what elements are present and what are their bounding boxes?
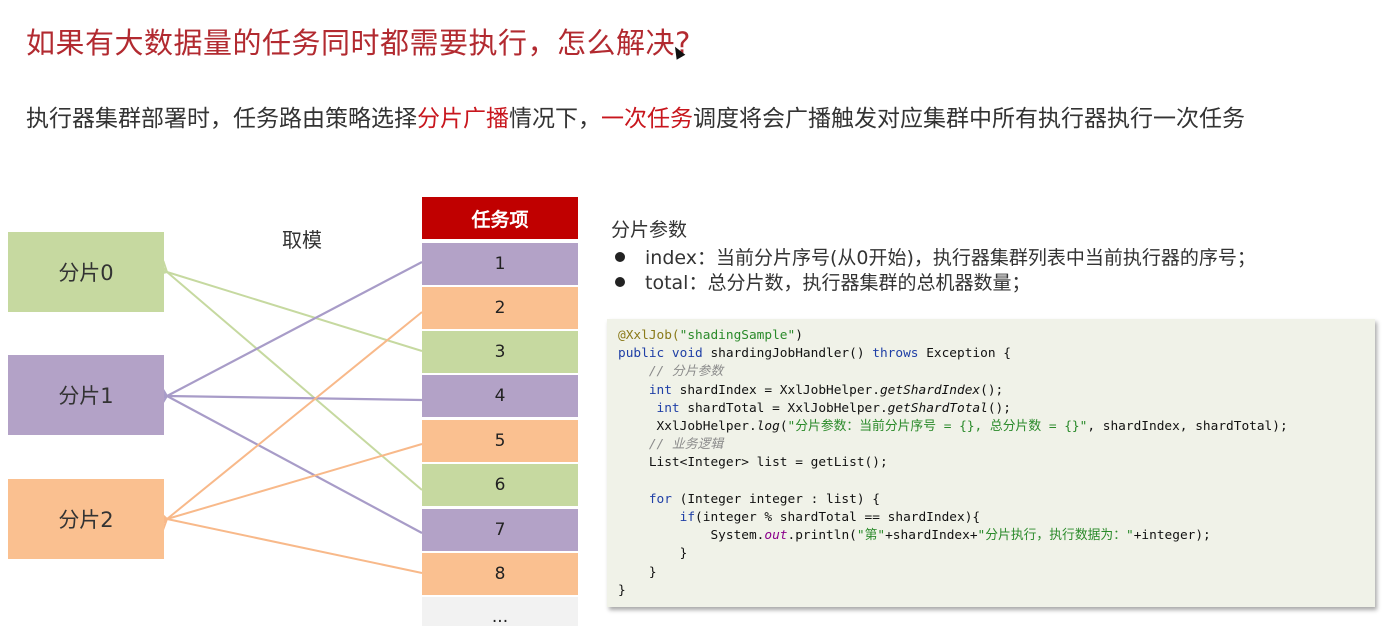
intro-text: 调度将会广播触发对应集群中所有执行器执行一次任务: [693, 106, 1245, 132]
shard-2-box: 分片2: [8, 479, 164, 559]
code-token: +integer);: [1133, 528, 1211, 544]
code-token: shardingJobHandler(): [702, 346, 873, 362]
code-token: int: [618, 382, 672, 398]
code-token: if: [618, 510, 696, 526]
code-token: ();: [980, 382, 1004, 398]
code-token: List<Integer> list = getList();: [618, 455, 888, 471]
code-token: }: [618, 582, 626, 598]
code-token: "第": [856, 528, 886, 544]
task-item-5: 5: [422, 420, 578, 462]
code-token: }: [618, 564, 657, 580]
task-item-3: 3: [422, 331, 578, 373]
code-token: for: [618, 491, 672, 507]
code-block: @XxlJob("shadingSample")public void shar…: [607, 319, 1375, 607]
code-token: @XxlJob(: [618, 328, 680, 343]
code-token: int: [618, 400, 680, 416]
code-token: shardIndex = XxlJobHelper.: [671, 382, 880, 398]
intro-text: 执行器集群部署时，任务路由策略选择: [26, 106, 417, 132]
task-item-6: 6: [422, 464, 578, 506]
code-token: out: [764, 528, 788, 544]
highlight-shard-broadcast: 分片广播: [417, 106, 509, 132]
code-token: "分片参数：当前分片序号 = {}, 总分片数 = {}": [787, 419, 1088, 435]
code-token: System.: [618, 528, 765, 544]
code-token: // 业务逻辑: [618, 437, 724, 453]
code-line: System.out.println("第"+shardIndex+"分片执行，…: [618, 527, 1375, 545]
code-token: shardTotal = XxlJobHelper.: [679, 400, 888, 416]
code-line: }: [618, 582, 1375, 600]
arrow-task2-to-shard2: [155, 311, 423, 531]
arrow-task7-to-shard1: [155, 385, 423, 534]
code-token: getShardTotal: [887, 400, 988, 416]
shard-params: 分片参数 index：当前分片序号(从0开始)，执行器集群列表中当前执行器的序号…: [611, 215, 1256, 294]
code-token: ): [795, 328, 803, 343]
param-index-text: index：当前分片序号(从0开始)，执行器集群列表中当前执行器的序号；: [645, 247, 1256, 269]
param-item-total: total：总分片数，执行器集群的总机器数量；: [611, 269, 1256, 294]
code-line: [618, 473, 1375, 491]
bullet-icon: [615, 276, 625, 287]
code-token: XxlJobHelper.: [618, 419, 757, 435]
param-total-text: total：总分片数，执行器集群的总机器数量；: [645, 272, 1031, 294]
arrow-task8-to-shard2: [155, 510, 423, 574]
task-item-8: 8: [422, 553, 578, 595]
arrow-task5-to-shard2: [155, 443, 423, 529]
code-token: log: [756, 419, 780, 435]
task-item-2: 2: [422, 287, 578, 329]
code-token: }: [618, 546, 688, 562]
task-item-4: 4: [422, 375, 578, 417]
code-line: for (Integer integer : list) {: [618, 491, 1375, 509]
highlight-one-task: 一次任务: [601, 106, 693, 132]
code-token: getShardIndex: [879, 382, 981, 398]
code-token: ();: [987, 400, 1011, 416]
code-line: @XxlJob("shadingSample"): [618, 327, 1375, 345]
code-line: public void shardingJobHandler() throws …: [618, 345, 1375, 363]
code-line: int shardIndex = XxlJobHelper.getShardIn…: [618, 382, 1375, 400]
code-token: "分片执行，执行数据为：": [977, 528, 1134, 544]
arrow-task3-to-shard0: [155, 262, 423, 352]
code-line: }: [618, 545, 1375, 563]
code-line: XxlJobHelper.log("分片参数：当前分片序号 = {}, 总分片数…: [618, 418, 1375, 436]
code-token: Exception {: [918, 346, 1011, 362]
code-line: // 分片参数: [618, 363, 1375, 381]
code-line: if(integer % shardTotal == shardIndex){: [618, 509, 1375, 527]
code-token: // 分片参数: [618, 364, 724, 380]
task-item-more: ...: [422, 597, 578, 626]
code-token: (integer % shardTotal == shardIndex){: [695, 510, 981, 526]
page-title: 如果有大数据量的任务同时都需要执行，怎么解决?: [26, 26, 691, 60]
task-items-header: 任务项: [422, 197, 578, 239]
task-item-1: 1: [422, 243, 578, 285]
intro-paragraph: 执行器集群部署时，任务路由策略选择分片广播情况下，一次任务调度将会广播触发对应集…: [26, 96, 1316, 142]
intro-text: 情况下，: [509, 106, 601, 132]
code-token: throws: [872, 346, 919, 362]
code-token: "shadingSample": [679, 328, 796, 343]
code-token: public void: [618, 346, 703, 362]
code-line: // 业务逻辑: [618, 436, 1375, 454]
shard-0-box: 分片0: [8, 232, 164, 312]
code-line: List<Integer> list = getList();: [618, 454, 1375, 472]
code-token: , shardIndex, shardTotal);: [1087, 419, 1288, 435]
arrow-task6-to-shard0: [155, 260, 423, 491]
code-token: (: [779, 419, 788, 435]
arrow-task4-to-shard1: [156, 388, 423, 403]
code-line: int shardTotal = XxlJobHelper.getShardTo…: [618, 400, 1375, 418]
modulo-label: 取模: [282, 228, 322, 252]
shard-1-box: 分片1: [8, 355, 164, 435]
arrow-task1-to-shard1: [155, 261, 423, 407]
task-item-7: 7: [422, 509, 578, 551]
params-title: 分片参数: [611, 219, 688, 241]
bullet-icon: [615, 251, 625, 262]
code-line: }: [618, 564, 1375, 582]
code-token: .println(: [787, 528, 857, 544]
code-token: (Integer integer : list) {: [671, 491, 880, 507]
code-token: +shardIndex+: [885, 528, 978, 544]
param-item-index: index：当前分片序号(从0开始)，执行器集群列表中当前执行器的序号；: [611, 244, 1256, 269]
